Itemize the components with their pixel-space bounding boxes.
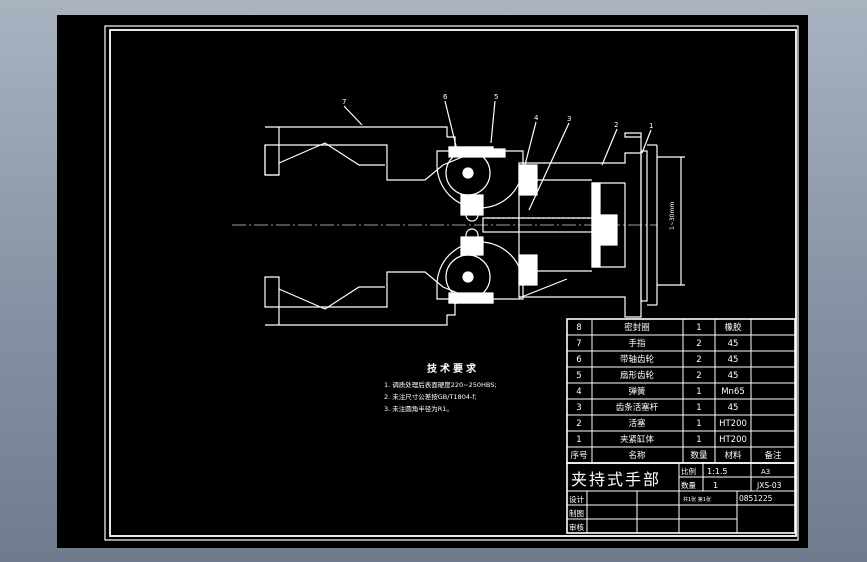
row-material: HT200 (719, 419, 747, 429)
drawing-outer-frame (104, 25, 799, 541)
role-design: 设计 (569, 494, 584, 504)
drawing-number: JXS-03 (756, 481, 782, 490)
gripper-assembly (264, 100, 685, 326)
lower-finger-outline (264, 271, 469, 326)
callout-7: 7 (342, 98, 346, 106)
leader-7 (343, 105, 363, 126)
qty-value: 1 (713, 481, 718, 490)
cad-viewport[interactable]: 7 6 5 4 3 2 1 1~30mm 技术要求 1. 调质处理后表面硬度22… (57, 15, 808, 548)
leader-5 (490, 100, 496, 144)
role-review: 审核 (569, 522, 584, 532)
row-no: 5 (576, 371, 581, 381)
callout-5: 5 (494, 93, 498, 101)
lower-finger-v-groove (278, 286, 385, 310)
row-qty: 1 (696, 323, 701, 333)
leader-1 (641, 129, 652, 154)
row-material: 橡胶 (724, 322, 742, 333)
callout-3: 3 (567, 115, 571, 123)
row-name: 扇形齿轮 (620, 370, 655, 381)
row-no: 3 (576, 403, 581, 413)
callout-2: 2 (614, 121, 618, 129)
mechanical-drawing: 7 6 5 4 3 2 1 1~30mm 技术要求 1. 调质处理后表面硬度22… (104, 25, 799, 541)
signature-row: 共1张 第1张 (683, 496, 711, 503)
row-no: 7 (576, 339, 581, 349)
lower-pivot-block (460, 236, 484, 256)
header-name: 名称 (628, 450, 646, 461)
callout-6: 6 (443, 93, 448, 101)
upper-finger-v-groove (278, 142, 385, 166)
leader-3 (528, 122, 570, 211)
drawing-inner-frame (109, 29, 797, 537)
tech-req-item: 2. 未注尺寸公差按GB/T1804-f; (384, 392, 477, 401)
row-no: 4 (576, 387, 581, 397)
scale-value: 1:1.5 (707, 467, 728, 476)
lower-gear-housing (436, 241, 524, 304)
dimension-text: 1~30mm (669, 202, 676, 230)
row-qty: 1 (696, 387, 701, 397)
upper-gear-housing (436, 146, 524, 209)
header-note: 备注 (764, 450, 782, 461)
row-qty: 2 (696, 339, 701, 349)
row-qty: 2 (696, 371, 701, 381)
header-material: 材料 (724, 450, 742, 461)
row-material: 45 (728, 355, 739, 365)
tech-req-heading: 技术要求 (427, 362, 479, 375)
tech-req-item: 3. 未注圆角半径为R1。 (384, 404, 453, 413)
header-no: 序号 (570, 450, 587, 461)
row-name: 夹紧缸体 (620, 434, 655, 445)
qty-label: 数量 (681, 480, 696, 490)
leader-6 (444, 100, 458, 151)
scale-label: 比例 (681, 466, 696, 476)
technical-requirements: 技术要求 1. 调质处理后表面硬度220~250HBS; 2. 未注尺寸公差按G… (384, 362, 497, 413)
row-no: 1 (576, 435, 581, 445)
row-qty: 1 (696, 419, 701, 429)
row-name: 密封圈 (624, 322, 650, 333)
row-qty: 2 (696, 355, 701, 365)
upper-pivot-block (460, 194, 484, 216)
row-name: 弹簧 (628, 386, 646, 397)
tech-req-item: 1. 调质处理后表面硬度220~250HBS; (384, 380, 497, 389)
row-name: 活塞 (628, 418, 646, 429)
leader-4 (524, 121, 537, 166)
parts-list-text: 8 密封圈 1 橡胶 7 手指 2 45 6 带轴齿轮 2 45 5 扇形齿轮 … (570, 322, 782, 461)
row-no: 8 (576, 323, 581, 333)
row-material: 45 (728, 371, 739, 381)
drawing-title: 夹持式手部 (571, 470, 661, 489)
role-drafting: 制图 (569, 508, 584, 518)
end-cap-flange (640, 150, 648, 302)
callout-1: 1 (649, 122, 653, 130)
row-material: HT200 (719, 435, 747, 445)
parts-list (566, 318, 796, 464)
cylinder-body (518, 132, 642, 318)
part-callouts: 7 6 5 4 3 2 1 (342, 93, 653, 130)
leader-8 (518, 278, 568, 299)
row-name: 齿条活塞杆 (616, 402, 659, 413)
row-material: Mn65 (721, 387, 745, 397)
sheet-size: A3 (761, 468, 770, 476)
row-qty: 1 (696, 403, 701, 413)
leader-2 (601, 128, 618, 166)
header-qty: 数量 (690, 450, 708, 461)
date-code: 0851225 (739, 494, 773, 503)
row-no: 6 (576, 355, 581, 365)
row-material: 45 (728, 339, 739, 349)
title-block (566, 462, 796, 534)
row-qty: 1 (696, 435, 701, 445)
row-name: 手指 (628, 338, 646, 349)
title-block-text: 夹持式手部 比例 1:1.5 数量 1 A3 JXS-03 共1张 第1张 08… (569, 466, 782, 532)
row-name: 带轴齿轮 (620, 354, 655, 365)
row-no: 2 (576, 419, 581, 429)
callout-4: 4 (534, 114, 539, 122)
row-material: 45 (728, 403, 739, 413)
